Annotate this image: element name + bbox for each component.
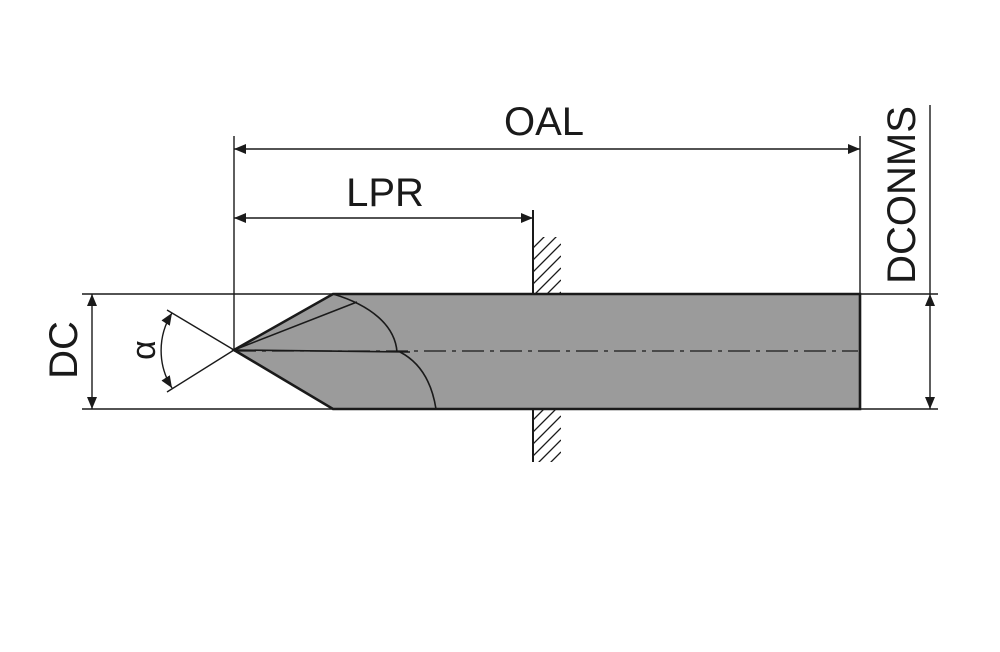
clamp-hatch-bottom	[533, 409, 561, 462]
dc-label: DC	[42, 321, 86, 379]
alpha-arc	[160, 312, 173, 389]
dconms-label: DCONMS	[880, 106, 924, 284]
extension-lines	[82, 105, 938, 410]
oal-label: OAL	[504, 100, 584, 144]
clamp-hatch-top	[533, 237, 561, 294]
alpha-label: α	[125, 340, 163, 360]
lpr-label: LPR	[346, 171, 424, 215]
tool-outline	[231, 292, 862, 411]
